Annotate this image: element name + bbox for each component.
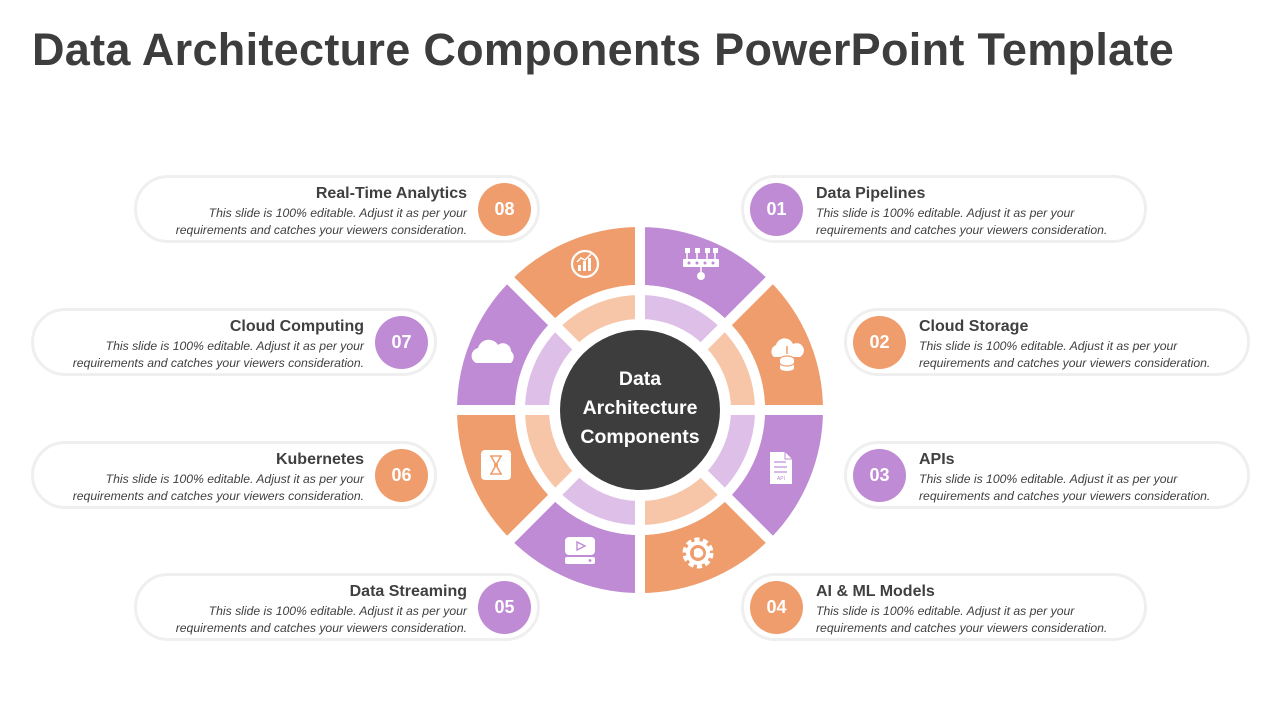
component-description-line1: This slide is 100% editable. Adjust it a…: [208, 206, 467, 220]
center-title-line: Data: [618, 367, 662, 390]
component-description-line2: requirements and catches your viewers co…: [919, 489, 1211, 503]
number-badge: 06: [375, 449, 428, 502]
streaming-drive-icon: [565, 537, 595, 564]
component-description-line2: requirements and catches your viewers co…: [72, 489, 364, 503]
ai-gear-icon: [682, 537, 714, 569]
component-card-05[interactable]: 05 Data Streaming This slide is 100% edi…: [134, 573, 540, 641]
number-badge: 07: [375, 316, 428, 369]
number-badge: 01: [750, 183, 803, 236]
component-description-line2: requirements and catches your viewers co…: [816, 223, 1108, 237]
cloud-database-icon: [771, 338, 804, 371]
number-badge: 04: [750, 581, 803, 634]
api-icon-text: API: [777, 476, 785, 482]
slide-title: Data Architecture Components PowerPoint …: [32, 24, 1175, 75]
number-badge: 03: [853, 449, 906, 502]
api-document-icon: API: [770, 452, 792, 484]
component-card-06[interactable]: 06 Kubernetes This slide is 100% editabl…: [31, 441, 437, 509]
component-label: Data Pipelines: [816, 185, 926, 202]
number-badge: 02: [853, 316, 906, 369]
component-description-line2: requirements and catches your viewers co…: [919, 356, 1211, 370]
component-card-02[interactable]: 02 Cloud Storage This slide is 100% edit…: [844, 308, 1250, 376]
component-label: APIs: [919, 451, 955, 468]
component-description-line1: This slide is 100% editable. Adjust it a…: [919, 472, 1178, 486]
component-description-line2: requirements and catches your viewers co…: [175, 621, 467, 635]
component-card-03[interactable]: 03 APIs This slide is 100% editable. Adj…: [844, 441, 1250, 509]
component-description-line1: This slide is 100% editable. Adjust it a…: [919, 339, 1178, 353]
component-label: AI & ML Models: [816, 583, 935, 600]
center-title: Data Architecture Components: [560, 328, 720, 488]
component-label: Real-Time Analytics: [315, 185, 467, 202]
component-description-line1: This slide is 100% editable. Adjust it a…: [105, 339, 364, 353]
pipeline-icon: [683, 248, 719, 280]
component-label: Cloud Computing: [229, 318, 364, 335]
number-badge: 05: [478, 581, 531, 634]
number-badge: 08: [478, 183, 531, 236]
component-description-line1: This slide is 100% editable. Adjust it a…: [816, 604, 1075, 618]
component-card-08[interactable]: 08 Real-Time Analytics This slide is 100…: [134, 175, 540, 243]
component-label: Data Streaming: [349, 583, 467, 600]
center-title-line: Components: [580, 425, 700, 448]
component-description-line2: requirements and catches your viewers co…: [816, 621, 1108, 635]
component-description-line2: requirements and catches your viewers co…: [175, 223, 467, 237]
component-card-01[interactable]: 01 Data Pipelines This slide is 100% edi…: [741, 175, 1147, 243]
component-description-line2: requirements and catches your viewers co…: [72, 356, 364, 370]
cloud-icon: [471, 339, 514, 363]
component-label: Kubernetes: [275, 451, 364, 468]
kubernetes-icon: [481, 450, 511, 480]
analytics-icon: [570, 249, 600, 279]
center-circle: [560, 330, 720, 490]
component-wheel: API: [446, 216, 834, 604]
component-description-line1: This slide is 100% editable. Adjust it a…: [105, 472, 364, 486]
component-description-line1: This slide is 100% editable. Adjust it a…: [208, 604, 467, 618]
component-card-04[interactable]: 04 AI & ML Models This slide is 100% edi…: [741, 573, 1147, 641]
component-description-line1: This slide is 100% editable. Adjust it a…: [816, 206, 1075, 220]
center-title-line: Architecture: [582, 396, 698, 419]
component-label: Cloud Storage: [919, 318, 1029, 335]
component-card-07[interactable]: 07 Cloud Computing This slide is 100% ed…: [31, 308, 437, 376]
